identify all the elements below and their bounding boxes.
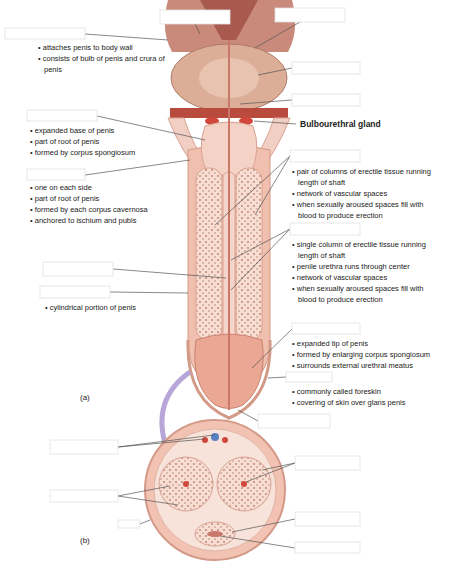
part-label: (a) [80,392,90,403]
bullet-note: • formed by enlarging corpus spongiosum [292,349,470,360]
label-group: • commonly called foreskin• covering of … [292,386,470,408]
leader-lines [85,22,300,548]
bullet-note: • expanded base of penis [30,125,165,136]
section-spongiosum [195,522,235,546]
bullet-note: • covering of skin over glans penis [292,397,470,408]
bullet-note: • when sexually aroused spaces fill with… [292,199,442,221]
bullet-note: • consists of bulb of penis and crura of… [38,53,166,75]
label-group: • single column of erectile tissue runni… [292,239,442,305]
bullet-note: • attaches penis to body wall [38,42,166,53]
label-group: (b) [80,535,90,546]
bullet-note: • pair of columns of erectile tissue run… [292,166,442,188]
bullet-note: • formed by each corpus cavernosa [30,204,172,215]
part-label: (b) [80,535,90,546]
label-group: (a) [80,392,90,403]
dorsal-artery [222,437,228,443]
label-group: • pair of columns of erectile tissue run… [292,166,442,221]
bullet-note: • one on each side [30,182,172,193]
section-cavernosum-right [217,457,271,511]
label-group: • expanded tip of penis• formed by enlar… [292,338,470,371]
bullet-note: • surrounds external urethral meatus [292,360,470,371]
bullet-note: • when sexually aroused spaces fill with… [292,283,442,305]
bullet-note: • network of vascular spaces [292,188,442,199]
bullet-note: • cylindrical portion of penis [45,302,180,313]
dorsal-vein [211,433,219,441]
bullet-note: • part of root of penis [30,193,172,204]
label-group: • one on each side• part of root of peni… [30,182,172,226]
label-group: • expanded base of penis• part of root o… [30,125,165,158]
bullet-note: • part of root of penis [30,136,165,147]
deep-artery [183,481,189,487]
bullet-note: • commonly called foreskin [292,386,470,397]
label-group: Bulbourethral gland [300,119,381,130]
section-cavernosum-left [159,457,213,511]
label-group: • attaches penis to body wall• consists … [38,42,166,75]
bullet-note: • formed by corpus spongiosum [30,147,165,158]
section-fascia [154,429,276,551]
dorsal-artery [202,437,208,443]
bullet-note: • network of vascular spaces [292,272,442,283]
bullet-note: • expanded tip of penis [292,338,470,349]
bullet-note: • penile urethra runs through center [292,261,442,272]
bullet-note: • anchored to ischium and pubis [30,215,172,226]
corpus-cavernosum-left [196,168,222,340]
bullet-note: • single column of erectile tissue runni… [292,239,442,261]
part-label: Bulbourethral gland [300,119,381,130]
urethra [228,40,230,410]
label-group: • cylindrical portion of penis [45,302,180,313]
